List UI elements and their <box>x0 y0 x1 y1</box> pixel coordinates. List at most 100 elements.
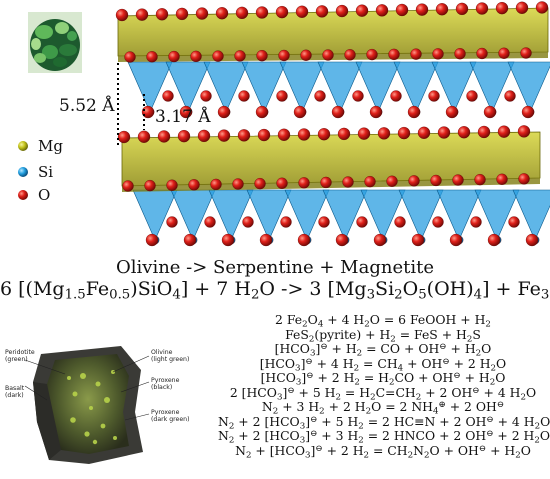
oxygen-atom <box>449 233 463 247</box>
oxygen-atom <box>466 90 478 102</box>
reaction-line: [HCO3]⊖ + H2 = CO + OH⊖ + H2O <box>274 341 492 359</box>
oxygen-atom <box>137 130 151 143</box>
peridotite-rock-photo: Peridotite (green) Basalt (dark) Olivine… <box>5 346 190 464</box>
oxygen-atom <box>452 174 464 186</box>
oxygen-atom <box>495 2 509 15</box>
silicon-tetrahedron <box>132 189 178 241</box>
oxygen-atom <box>166 179 178 191</box>
oxygen-atom <box>215 7 229 20</box>
oxygen-atom <box>117 130 131 144</box>
oxygen-atom <box>183 233 197 247</box>
oxygen-atom <box>331 105 345 119</box>
reaction-line: FeS2(pyrite) + H2 = FeS + H2S <box>285 326 481 344</box>
oxygen-atom <box>517 125 531 138</box>
label-pyroxene-dark-color: (dark green) <box>151 416 190 423</box>
oxygen-atom <box>375 4 389 17</box>
oxygen-atom <box>188 179 200 191</box>
oxygen-atom <box>390 90 402 102</box>
oxygen-atom <box>377 127 391 140</box>
oxygen-atom <box>357 127 371 140</box>
oxygen-atom <box>497 125 511 138</box>
oxygen-atom <box>122 180 134 192</box>
oxygen-atom <box>428 90 440 102</box>
oxygen-atom <box>445 105 459 119</box>
oxygen-atom <box>504 90 516 102</box>
oxygen-atom <box>395 3 409 17</box>
oxygen-atom <box>355 4 369 17</box>
oxygen-atom <box>256 50 268 62</box>
oxygen-atom <box>364 175 376 188</box>
oxygen-atom <box>280 216 292 228</box>
layer-spacing-label: 5.52 Å <box>59 96 115 116</box>
oxygen-atoms-upper <box>115 1 549 119</box>
oxygen-atoms-lower <box>117 125 539 247</box>
oxygen-atom <box>144 179 156 192</box>
oxygen-atom <box>197 129 211 143</box>
reaction-line: 2 [HCO3]⊖ + 5 H2 = H2C=CH2 + 2 OH⊖ + 4 H… <box>229 384 537 402</box>
reaction-line: N2 + 2 [HCO3]⊖ + 5 H2 = 2 HC≡N + 2 OH⊖ +… <box>218 413 550 431</box>
interlayer-gap-label: 3.17 Å <box>155 107 211 127</box>
oxygen-atom <box>168 50 180 63</box>
reaction-line: 2 Fe2O4 + 4 H2O = 6 FeOOH + H2 <box>275 312 491 330</box>
oxygen-atom <box>145 233 159 247</box>
legend-si-label: Si <box>38 163 54 181</box>
oxygen-atom <box>508 216 520 228</box>
oxygen-atom <box>255 6 269 19</box>
label-peridotite-color: (green) <box>5 356 28 363</box>
oxygen-atom <box>237 129 251 142</box>
oxygen-atom <box>234 50 246 62</box>
oxygen-atom <box>521 105 535 119</box>
oxygen-atom <box>432 216 444 228</box>
oxygen-atom <box>430 174 442 187</box>
silicon-tetrahedron <box>284 189 330 241</box>
silicon-tetrahedra-upper <box>127 61 550 117</box>
oxygen-atom <box>320 176 332 189</box>
legend-o-dot <box>18 190 28 200</box>
oxygen-atom <box>210 178 222 191</box>
oxygen-atom <box>297 128 311 141</box>
reaction-line: N2 + 2 [HCO3]⊖ + 3 H2 = 2 HNCO + 2 OH⊖ +… <box>218 428 550 446</box>
oxygen-atom <box>518 173 530 185</box>
oxygen-atom <box>257 128 271 142</box>
oxygen-atom <box>318 216 330 228</box>
oxygen-atom <box>437 126 451 139</box>
oxygen-atom <box>275 5 289 19</box>
oxygen-atom <box>369 105 383 119</box>
oxygen-atom <box>115 8 129 22</box>
oxygen-atom <box>166 216 178 228</box>
silicon-tetrahedron <box>203 61 249 113</box>
reaction-line: [HCO3]⊖ + 2 H2 = H2CO + OH⊖ + H2O <box>260 370 506 388</box>
reaction-line: [HCO3]⊖ + 4 H2 = CH4 + OH⊖ + 2 H2O <box>259 355 507 373</box>
silicon-tetrahedron <box>474 189 520 241</box>
oxygen-atom <box>293 105 307 119</box>
oxygen-atom <box>407 105 421 119</box>
silicon-tetrahedron <box>431 61 477 113</box>
legend-o-label: O <box>38 186 51 204</box>
label-basalt: Basalt <box>5 385 25 392</box>
oxygen-atom <box>417 126 431 139</box>
oxygen-atom <box>135 8 149 21</box>
oxygen-atom <box>388 48 400 61</box>
oxygen-atom <box>454 48 466 60</box>
silicon-tetrahedron <box>398 189 444 241</box>
oxygen-atom <box>352 90 364 102</box>
label-pyroxene-black: Pyroxene <box>151 377 180 384</box>
olivine-sample-photo <box>28 12 82 73</box>
legend-mg-label: Mg <box>38 137 63 155</box>
oxygen-atom <box>157 130 171 143</box>
label-pyroxene-dark: Pyroxene <box>151 409 180 416</box>
oxygen-atom <box>141 105 155 119</box>
oxygen-atom <box>276 90 288 102</box>
oxygen-atom <box>477 125 491 139</box>
label-pyroxene-black-color: (black) <box>151 384 172 391</box>
oxygen-atom <box>475 2 489 15</box>
oxygen-atom <box>408 175 420 187</box>
oxygen-atom <box>496 173 508 185</box>
silicon-tetrahedron <box>279 61 325 113</box>
oxygen-atom <box>410 48 422 60</box>
oxygen-atom <box>177 130 191 143</box>
oxygen-atom <box>235 6 249 19</box>
silicon-tetrahedron <box>436 189 482 241</box>
